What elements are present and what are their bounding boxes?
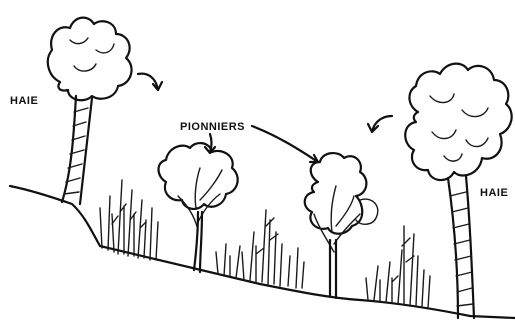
understory-saplings: [100, 180, 430, 308]
sapling-clump-1: [100, 180, 158, 260]
hedge-label-right: HAIE: [480, 187, 508, 199]
pioneer-tree-2: [305, 153, 378, 298]
left-spread-arrow: [138, 74, 162, 90]
right-tree-crown-detail: [430, 94, 488, 161]
pioneers-label: PIONNIERS: [180, 121, 245, 133]
sapling-clump-3: [366, 226, 430, 308]
pioneer-1-branches: [178, 168, 222, 230]
left-tree-bark: [64, 108, 88, 194]
left-tree-crown-detail: [70, 38, 114, 71]
hedge-label-left: HAIE: [10, 95, 38, 107]
left-tree-crown: [48, 18, 132, 101]
right-tree-crown: [405, 64, 511, 180]
right-spread-arrow: [368, 116, 392, 132]
ground-slope-line: [10, 186, 515, 318]
right-tree-trunk: [448, 176, 474, 318]
pioneer-2-trunk: [330, 240, 336, 298]
pioneer-arrow-right: [252, 126, 318, 162]
hedge-tree-left: [48, 18, 162, 204]
left-tree-trunk: [62, 96, 92, 204]
